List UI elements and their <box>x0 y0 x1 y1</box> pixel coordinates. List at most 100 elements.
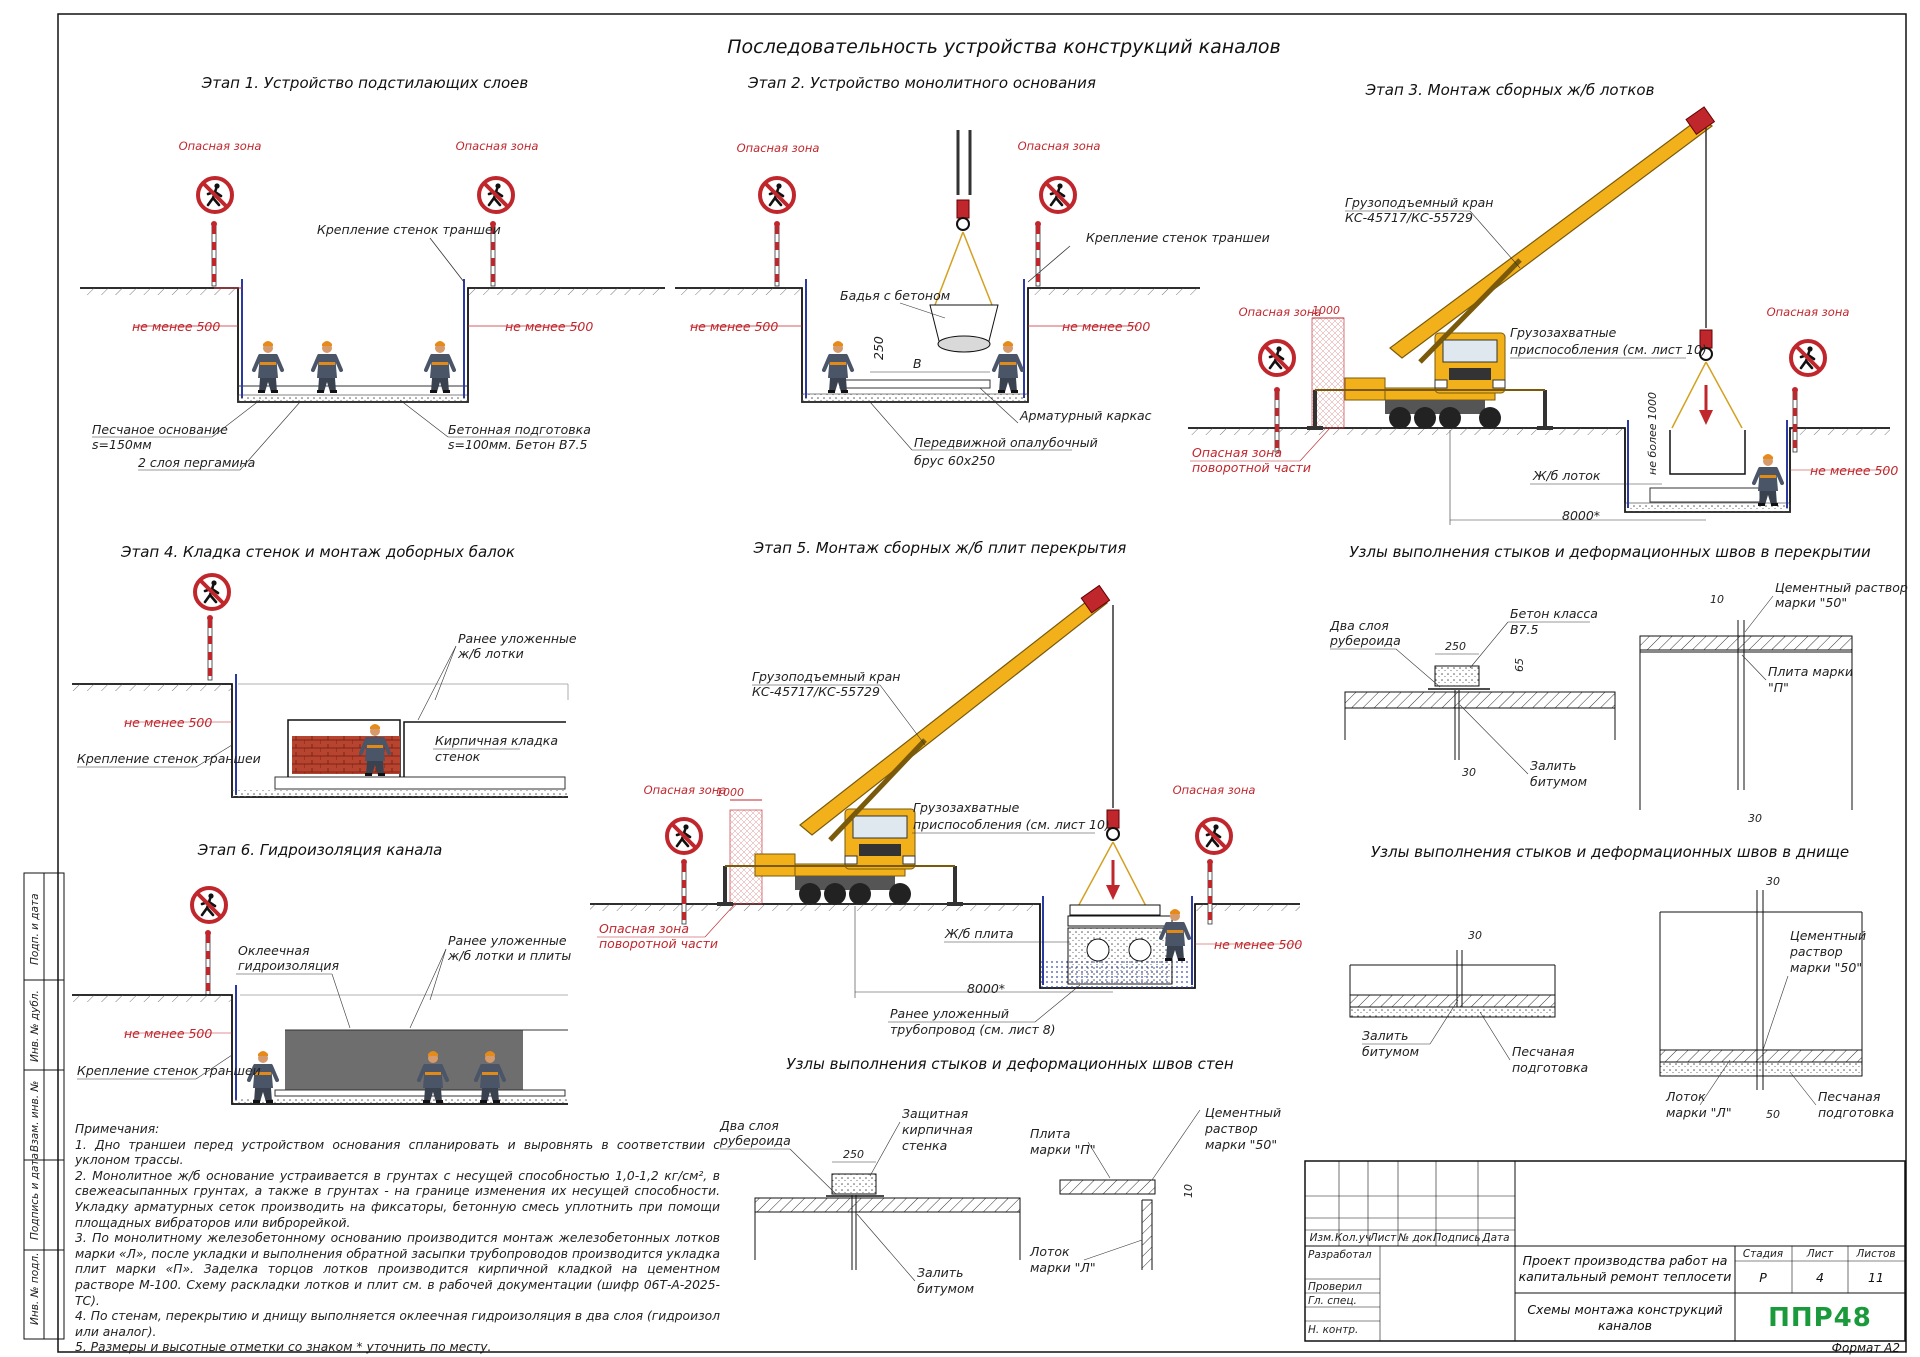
dim-30b: 30 <box>1748 812 1762 825</box>
tb-row-check: Проверил <box>1308 1281 1362 1293</box>
dim-30: 30 <box>1468 929 1482 942</box>
concrete-label: Бетон класса <box>1510 606 1598 621</box>
bitumen-label: Залить <box>1362 1028 1408 1043</box>
rigging-label: Грузозахватные <box>913 800 1020 815</box>
wall-nodes-title: Узлы выполнения стыков и деформационных … <box>786 1055 1234 1073</box>
max1000-label: не более 1000 <box>1646 392 1659 475</box>
dim-8000: 8000* <box>1562 508 1600 523</box>
stage-6-title: Этап 6. Гидроизоляция канала <box>197 841 443 859</box>
mortar-label: Цементный <box>1205 1105 1281 1120</box>
danger-label: Опасная зона <box>1018 139 1101 153</box>
company-logo: ППР48 <box>1768 1303 1872 1333</box>
dim-30: 30 <box>1462 766 1476 779</box>
mortar-label: Цементный <box>1790 928 1866 943</box>
plate2-label: марки "П" <box>1030 1142 1096 1157</box>
note-1: 1. Дно траншеи перед устройством основан… <box>75 1137 720 1168</box>
crane-model-label: КС-45717/КС-55729 <box>752 684 880 699</box>
plate-label: Плита <box>1030 1126 1070 1141</box>
stamp-dubl: Инв. № дубл. <box>29 990 41 1062</box>
wall-support-label: Крепление стенок траншеи <box>1086 230 1270 245</box>
tray-label: Лоток <box>1029 1244 1070 1259</box>
sand-s-label: s=150мм <box>92 437 152 452</box>
wall-joint-nodes: Узлы выполнения стыков и деформационных … <box>719 1055 1281 1296</box>
roof-joint-nodes: Узлы выполнения стыков и деформационных … <box>1329 543 1908 825</box>
tb-project: Проект производства работ на <box>1523 1253 1728 1268</box>
stage-1-title: Этап 1. Устройство подстилающих слоев <box>201 74 529 92</box>
stage-1: Этап 1. Устройство подстилающих слоев Оп… <box>80 74 665 471</box>
brick-label: Кирпичная кладка <box>435 733 558 748</box>
concrete2-label: В7.5 <box>1510 622 1539 637</box>
tb-sheet: 4 <box>1816 1270 1824 1285</box>
rigging-label: Грузозахватные <box>1510 325 1617 340</box>
dim-b: В <box>913 356 922 371</box>
mortar2-label: раствор <box>1789 944 1843 959</box>
plate-label: Плита марки <box>1768 664 1853 679</box>
notes-block: Примечания: 1. Дно траншеи перед устройс… <box>75 1122 720 1356</box>
wrap-label: Оклеечная <box>238 943 310 958</box>
laid-label: Ранее уложенные <box>448 933 567 948</box>
note-4: 4. По стенам, перекрытию и днищу выполня… <box>75 1309 720 1339</box>
format-label: Формат А2 <box>1832 1341 1900 1355</box>
brick2-label: стенок <box>435 749 481 764</box>
note-5: 5. Размеры и высотные отметки со знаком … <box>75 1340 492 1355</box>
mortar3-label: марки "50" <box>1790 960 1862 975</box>
tb-project2: капитальный ремонт теплосети <box>1519 1269 1732 1284</box>
danger-label: Опасная зона <box>1767 305 1850 319</box>
tb-row-norm: Н. контр. <box>1308 1324 1358 1336</box>
tb-sheet-title2: каналов <box>1598 1318 1652 1333</box>
stage-2-title: Этап 2. Устройство монолитного основания <box>747 74 1096 92</box>
swing-label: Опасная зона <box>1192 445 1282 460</box>
stage-3: Этап 3. Монтаж сборных ж/б лотков 1000 О… <box>1188 81 1898 525</box>
formwork-label: Передвижной опалубочный <box>914 435 1098 450</box>
bitumen-label: Залить <box>917 1265 963 1280</box>
danger-label: Опасная зона <box>1173 783 1256 797</box>
bottom-nodes-title: Узлы выполнения стыков и деформационных … <box>1371 843 1849 861</box>
tray-label: Ж/б лоток <box>1532 468 1601 483</box>
sand-label: Песчаная <box>1512 1044 1575 1059</box>
min500-label: не менее 500 <box>505 319 593 334</box>
crane-label: Грузоподъемный кран <box>752 669 900 684</box>
stamp-podpis: Подпись и дата <box>29 1153 41 1240</box>
dim-1000: 1000 <box>1312 304 1340 317</box>
min500-label: не менее 500 <box>124 1026 212 1041</box>
crane-label: Грузоподъемный кран <box>1345 195 1493 210</box>
stamp-vzam: Взам. инв. № <box>29 1081 41 1152</box>
tb-stage-h: Стадия <box>1743 1248 1783 1260</box>
rigging2-label: приспособления (см. лист 10) <box>1510 342 1707 357</box>
bitumen2-label: битумом <box>1362 1044 1419 1059</box>
rebar-label: Арматурный каркас <box>1019 408 1152 423</box>
min500-label: не менее 500 <box>1810 463 1898 478</box>
dim-8000: 8000* <box>967 981 1005 996</box>
stage-5-title: Этап 5. Монтаж сборных ж/б плит перекрыт… <box>753 539 1127 557</box>
tb-stage: Р <box>1759 1270 1767 1285</box>
crane-model-label: КС-45717/КС-55729 <box>1345 210 1473 225</box>
swing2-label: поворотной части <box>599 936 718 951</box>
sand-label: Песчаное основание <box>92 422 228 437</box>
tb-sheet-title: Схемы монтажа конструкций <box>1527 1302 1722 1317</box>
dim-30b: 30 <box>1766 875 1780 888</box>
min500-label: не менее 500 <box>132 319 220 334</box>
tb-row-chief: Гл. спец. <box>1308 1295 1357 1307</box>
plate2-label: "П" <box>1768 680 1789 695</box>
wall-support-label: Крепление стенок траншеи <box>77 751 261 766</box>
pergamin-label: 2 слоя пергамина <box>138 455 255 470</box>
mortar2-label: марки "50" <box>1775 595 1847 610</box>
min500-label: не менее 500 <box>124 715 212 730</box>
danger-label: Опасная зона <box>1239 305 1322 319</box>
wrap2-label: гидроизоляция <box>238 958 339 973</box>
dim-250: 250 <box>1445 640 1466 653</box>
side-stamp: Инв. № подл. Подпись и дата Взам. инв. №… <box>23 872 65 1340</box>
tb-col-kol: Кол.уч <box>1335 1232 1371 1244</box>
protect3-label: стенка <box>902 1138 947 1153</box>
roof-nodes-title: Узлы выполнения стыков и деформационных … <box>1349 543 1871 561</box>
wall-support-label: Крепление стенок траншеи <box>77 1063 261 1078</box>
stage-5: Этап 5. Монтаж сборных ж/б плит перекрыт… <box>590 539 1302 1037</box>
stage-6: Этап 6. Гидроизоляция канала не менее 50… <box>72 841 571 1105</box>
sand2-label: подготовка <box>1512 1060 1588 1075</box>
stamp-podp: Подп. и дата <box>29 893 41 965</box>
tb-sheets: 11 <box>1868 1270 1884 1285</box>
dim-10: 10 <box>1710 593 1724 606</box>
tray2-label: марки "Л" <box>1666 1105 1732 1120</box>
tb-col-sign: Подпись <box>1433 1232 1480 1244</box>
